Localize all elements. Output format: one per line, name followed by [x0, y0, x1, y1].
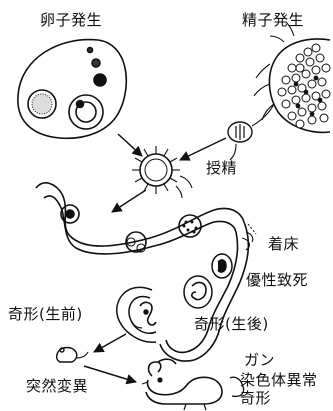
oogenesis-label: 卵子発生: [40, 12, 102, 29]
arrow-fertilization-to-oviduct: [112, 190, 146, 212]
postnatal-malformation-label: 奇形(生後): [194, 316, 269, 333]
arrow-uterus-to-small-mouse: [94, 334, 126, 352]
arrow-sperm-to-fertilization: [180, 138, 226, 160]
malformation-label: 奇形: [240, 390, 271, 407]
cancer-label: ガン: [244, 352, 275, 369]
implantation-label: 着床: [268, 236, 299, 253]
prenatal-malformation-label: 奇形(生前): [8, 306, 83, 323]
testis-illustration: [228, 22, 330, 160]
ovarian-follicle-mature: [69, 95, 103, 129]
fertilized-egg: [132, 146, 192, 198]
arrow-small-to-large-mouse: [84, 366, 136, 382]
arrow-ovary-to-fertilization: [118, 134, 142, 156]
mutation-label: 突然変異: [26, 378, 88, 395]
chromosome-aberration-label: 染色体異常: [240, 372, 318, 389]
fertilization-label: 授精: [206, 160, 237, 177]
dominant-lethal-label: 優性致死: [246, 272, 308, 289]
large-mouse-icon: [142, 359, 244, 410]
ovary-illustration: [18, 40, 126, 139]
small-mouse-icon: [57, 348, 88, 363]
spermatogenesis-label: 精子発生: [242, 12, 304, 29]
morula-embryo: [179, 215, 201, 237]
oocyte-dot: [94, 74, 106, 86]
